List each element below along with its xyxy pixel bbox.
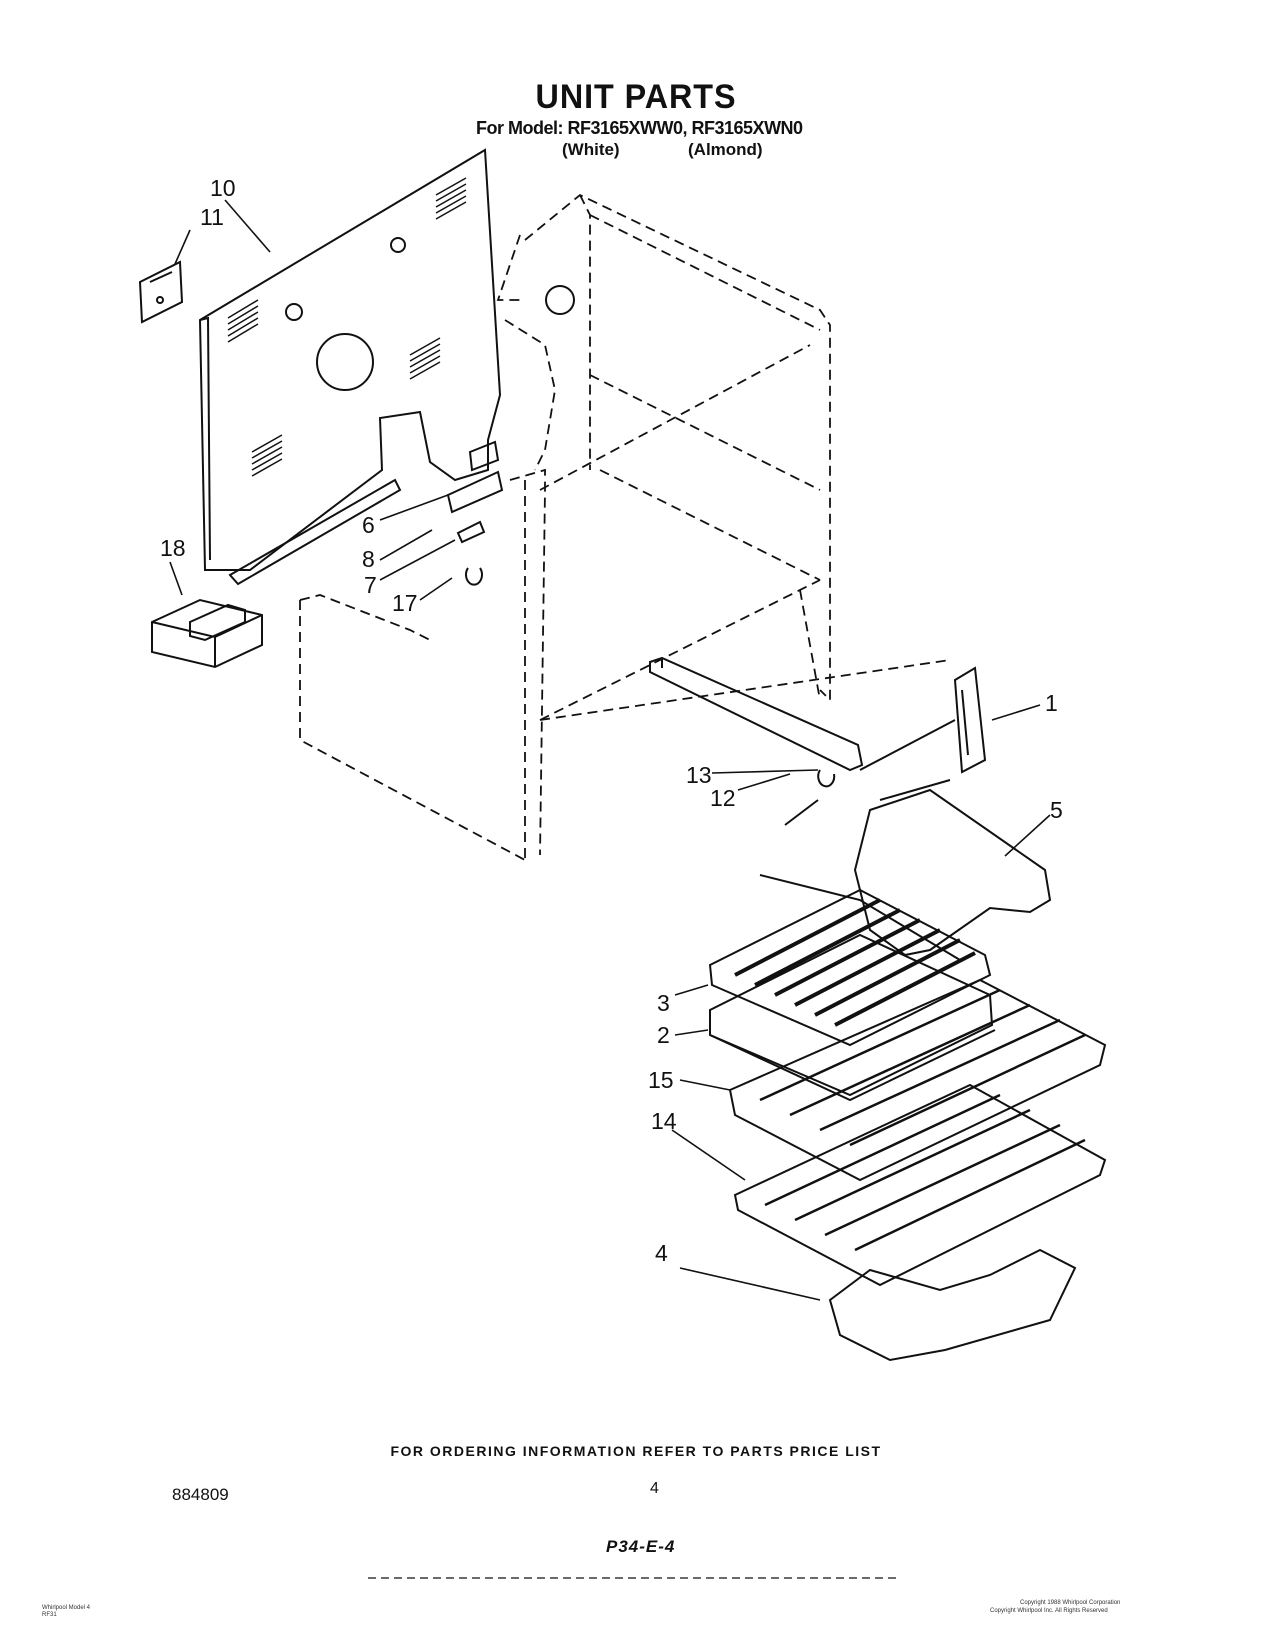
part-13-clip xyxy=(784,769,836,826)
callout-11: 11 xyxy=(200,204,224,230)
part-4-element xyxy=(828,1248,1077,1362)
callout-15: 15 xyxy=(648,1067,674,1093)
part-1-cover xyxy=(859,666,987,774)
callout-5: 5 xyxy=(1050,797,1063,823)
cabinet-outline xyxy=(299,193,951,861)
variant-white: (White) xyxy=(562,140,620,159)
variant-almond: (Almond) xyxy=(688,140,763,159)
part-5-element xyxy=(759,779,1052,961)
callout-8: 8 xyxy=(362,546,375,572)
part-18-box xyxy=(151,598,263,669)
callout-17: 17 xyxy=(392,590,418,616)
part-2-pan xyxy=(709,933,996,1102)
callout-6: 6 xyxy=(362,512,375,538)
callout-13: 13 xyxy=(686,762,712,788)
callout-12: 12 xyxy=(710,785,736,811)
callout-1: 1 xyxy=(1045,690,1058,716)
callout-7: 7 xyxy=(364,572,377,598)
left-fineprint: Whirlpool Model 4 RF31 xyxy=(42,1605,91,1618)
part-11-bracket xyxy=(138,260,184,324)
copyright-line-1: Copyright 1988 Whirlpool Corporation xyxy=(1020,1600,1121,1606)
terminal-parts xyxy=(446,440,504,586)
handwritten-code: P34-E-4 xyxy=(606,1537,676,1556)
model-numbers: For Model: RF3165XWW0, RF3165XWN0 xyxy=(476,118,803,138)
leader-lines xyxy=(169,199,1051,1301)
part-3-grid xyxy=(708,888,992,1047)
document-number: 884809 xyxy=(172,1485,229,1504)
part-15-rack xyxy=(728,978,1107,1182)
callout-18: 18 xyxy=(160,535,186,561)
page-title: UNIT PARTS xyxy=(535,78,737,116)
cabinet-hole xyxy=(545,285,575,315)
callout-10: 10 xyxy=(210,175,236,201)
callout-4: 4 xyxy=(655,1240,668,1266)
page-number: 4 xyxy=(650,1480,659,1497)
part-12-rail xyxy=(649,656,864,772)
part-14-rack xyxy=(733,1083,1107,1287)
callout-14: 14 xyxy=(651,1108,677,1134)
ordering-note: FOR ORDERING INFORMATION REFER TO PARTS … xyxy=(390,1443,882,1459)
rear-panel xyxy=(198,148,502,586)
callout-3: 3 xyxy=(657,990,670,1016)
callout-2: 2 xyxy=(657,1022,670,1048)
copyright-line-2: Copyright Whirlpool Inc. All Rights Rese… xyxy=(990,1608,1108,1614)
